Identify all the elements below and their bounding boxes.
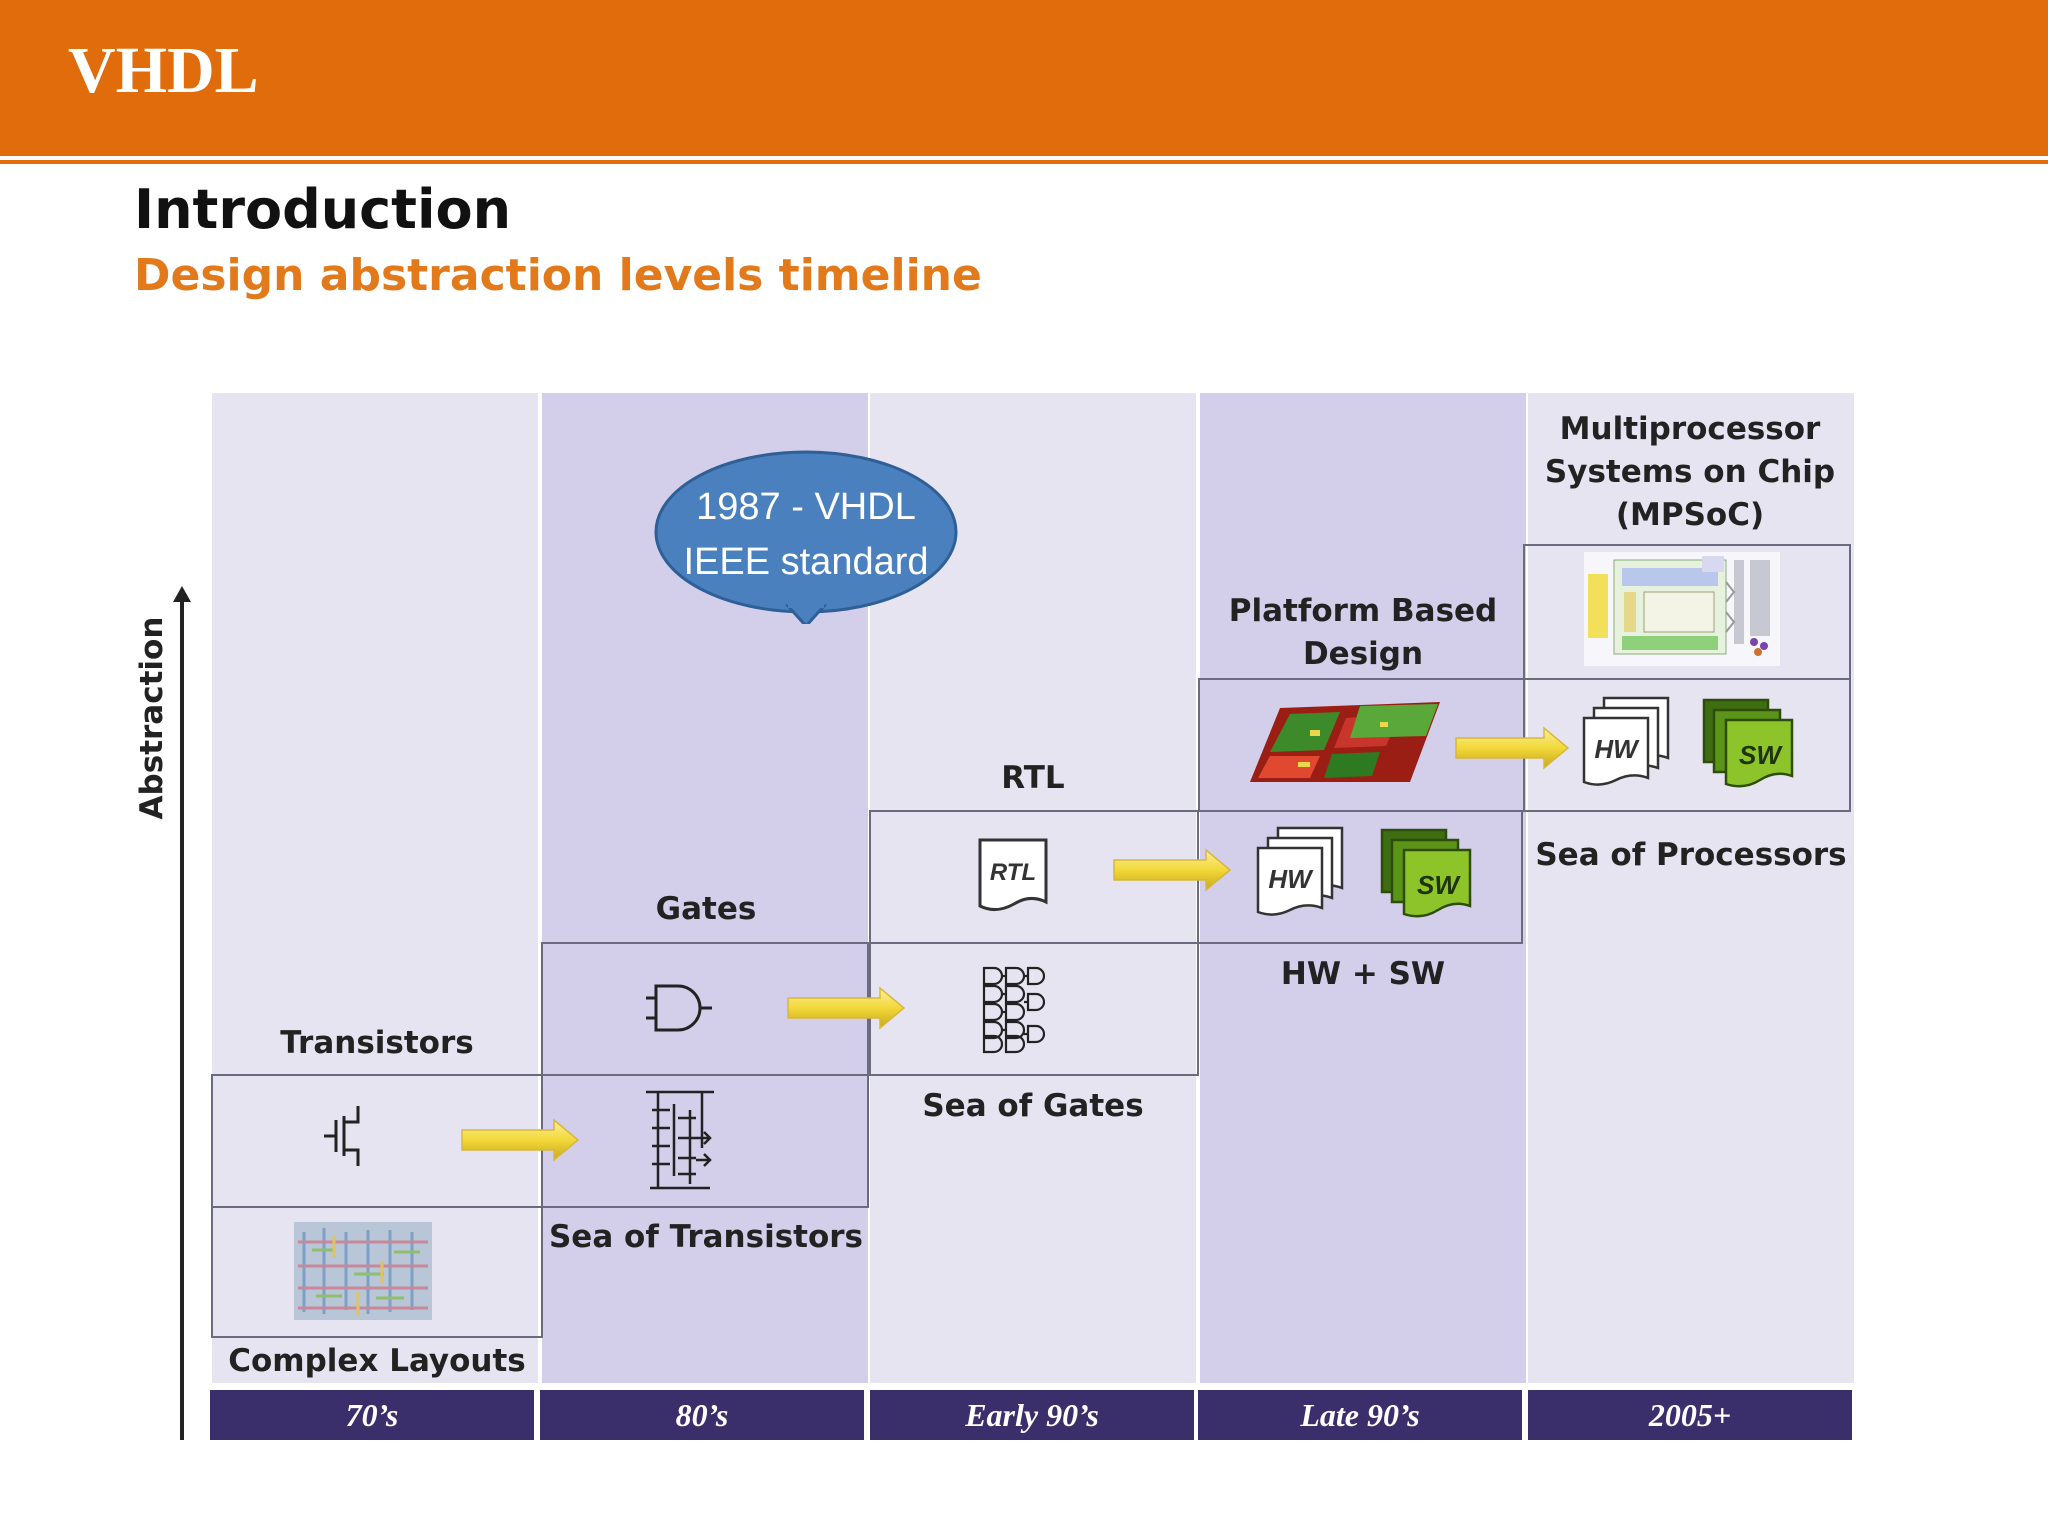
sw-icon: SW [1702, 698, 1794, 788]
header-divider [0, 160, 2048, 164]
sw-icon-text: SW [1739, 740, 1783, 770]
slide-subtitle: Design abstraction levels timeline [134, 250, 982, 301]
header-bar [0, 0, 2048, 156]
transistor-array-icon [646, 1090, 714, 1190]
era-label: Early 90’s [870, 1390, 1194, 1440]
callout-bubble [654, 450, 958, 624]
hw-icon: HW [1582, 696, 1670, 786]
mpsoc-image-box [1523, 544, 1851, 680]
platform-label-line: Design [1302, 635, 1424, 672]
slide-title: Introduction [134, 178, 512, 241]
arrow-icon [1113, 848, 1232, 892]
arrow-icon [1455, 726, 1570, 770]
platform-label-line: Platform Based [1228, 593, 1498, 629]
mpsoc-block-diagram-icon [1584, 552, 1780, 666]
gates-label: Gates [655, 891, 757, 927]
era-label: 2005+ [1528, 1390, 1852, 1440]
era-label: 80’s [540, 1390, 864, 1440]
axis-arrow-icon [173, 586, 191, 602]
column-late-90s [1200, 393, 1526, 1383]
rtl-label: RTL [1001, 760, 1065, 796]
rtl-icon-text: RTL [990, 859, 1036, 886]
platform-board-icon [1250, 702, 1440, 782]
mpsoc-label: Multiprocessor Systems on Chip (MPSoC) [1528, 408, 1852, 536]
rtl-row-box [869, 810, 1523, 944]
mpsoc-label-line: Systems on Chip [1544, 453, 1836, 490]
axis-label-text: Abstraction [134, 616, 170, 820]
abstraction-axis [180, 594, 184, 1440]
hw-icon-text: HW [1594, 734, 1640, 764]
arrow-icon [461, 1118, 580, 1162]
arrow-icon [787, 986, 906, 1030]
mpsoc-label-line: Multiprocessor [1559, 411, 1821, 447]
gate-array-icon [982, 966, 1046, 1054]
era-label: 70’s [210, 1390, 534, 1440]
sw-icon-text: SW [1417, 870, 1461, 900]
chip-layout-icon [294, 1222, 432, 1320]
mpsoc-label-line: (MPSoC) [1615, 496, 1765, 533]
transistors-label: Transistors [280, 1025, 474, 1061]
column-2005 [1528, 393, 1854, 1383]
sea-of-transistors-label: Sea of Transistors [548, 1219, 864, 1255]
complex-layouts-box [211, 1206, 543, 1338]
callout-text: 1987 - VHDL IEEE standard [652, 480, 960, 590]
callout-line: IEEE standard [683, 541, 929, 583]
era-label: Late 90’s [1198, 1390, 1522, 1440]
transistor-icon [324, 1106, 360, 1166]
hw-icon-text: HW [1268, 864, 1314, 894]
rtl-document-icon: RTL [978, 838, 1048, 911]
column-70s [212, 393, 538, 1383]
sea-of-gates-label: Sea of Gates [922, 1088, 1144, 1124]
hw-icon: HW [1256, 826, 1344, 916]
header-title: VHDL [68, 34, 259, 107]
complex-layouts-label: Complex Layouts [228, 1343, 526, 1379]
and-gate-icon [646, 984, 712, 1032]
sw-icon: SW [1380, 828, 1472, 918]
platform-based-design-label: Platform Based Design [1200, 590, 1526, 676]
callout-line: 1987 - VHDL [696, 486, 916, 528]
sea-of-processors-label: Sea of Processors [1535, 837, 1847, 873]
hw-sw-label: HW + SW [1280, 956, 1446, 992]
